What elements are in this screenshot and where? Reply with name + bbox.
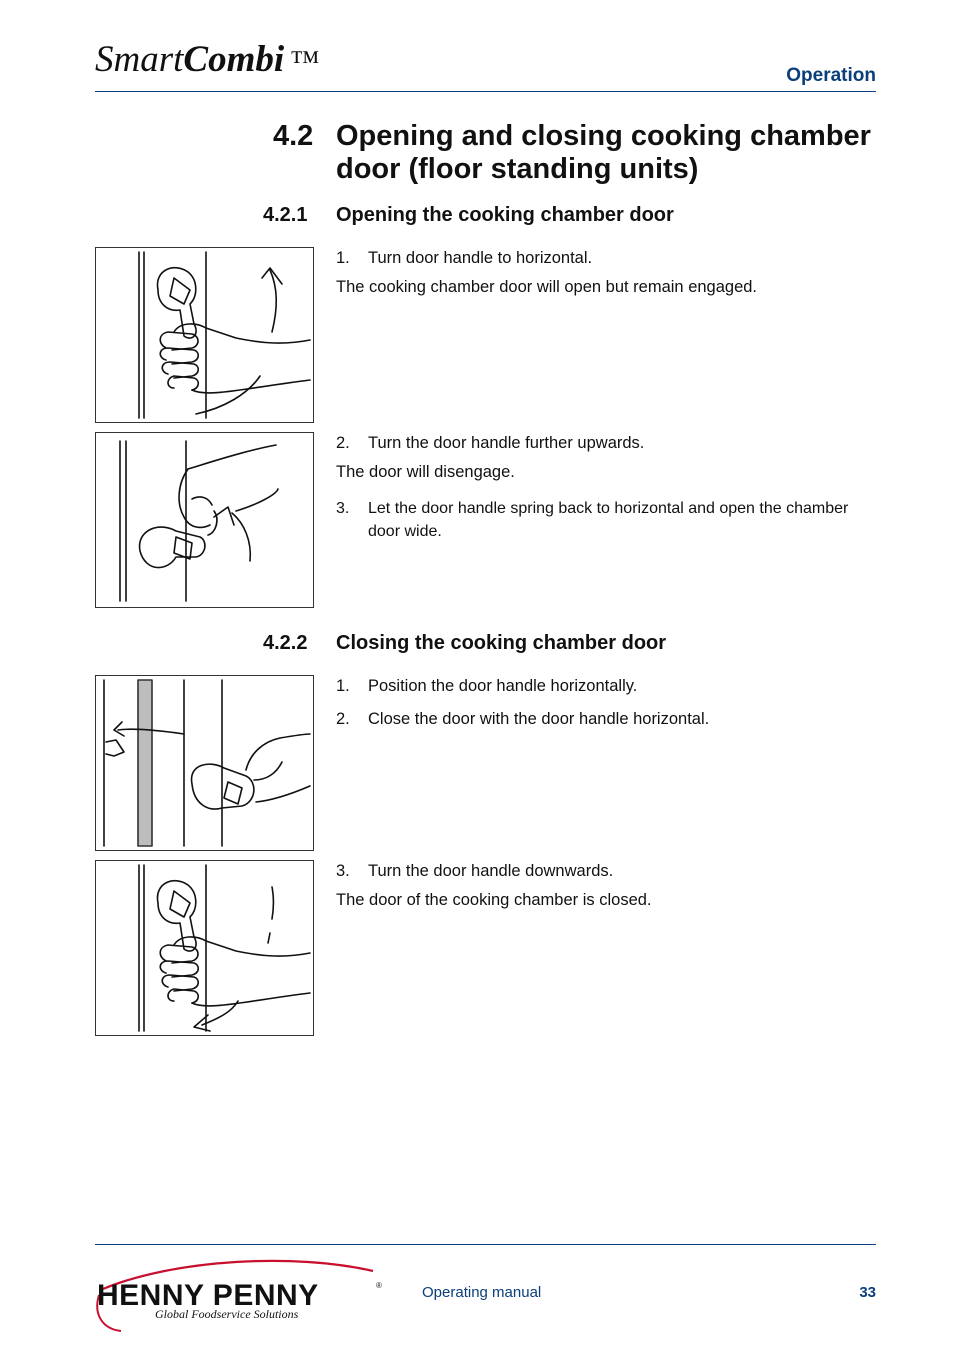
step-result: The door will disengage. xyxy=(336,463,515,481)
henny-penny-logo: HENNY PENNY ® Global Foodservice Solutio… xyxy=(96,1259,382,1332)
step-number: 1. xyxy=(336,677,350,695)
step-item: 2. Close the door with the door handle h… xyxy=(336,708,881,731)
hand-closing-door-icon xyxy=(95,675,314,851)
step-text: Close the door with the door handle hori… xyxy=(368,710,710,728)
step-text: Let the door handle spring back to horiz… xyxy=(368,500,849,540)
step-number: 2. xyxy=(336,434,350,452)
brand-trademark: ™ xyxy=(290,45,320,78)
step-item: 3. Turn the door handle downwards. xyxy=(336,860,881,883)
step-text: Position the door handle horizontally. xyxy=(368,677,638,695)
step-number: 3. xyxy=(336,862,350,880)
step-number: 3. xyxy=(336,500,350,517)
step-result: The door of the cooking chamber is close… xyxy=(336,891,652,909)
step-text: Turn the door handle downwards. xyxy=(368,862,614,880)
section-heading-text: Opening the cooking chamber door xyxy=(336,204,674,226)
logo-wordmark: HENNY PENNY xyxy=(97,1279,319,1312)
header-rule xyxy=(95,91,876,92)
hand-turning-handle-up-icon xyxy=(95,247,314,423)
step-result: The cooking chamber door will open but r… xyxy=(336,278,758,296)
title-number: 4.2 xyxy=(273,120,314,152)
svg-text:®: ® xyxy=(376,1281,382,1290)
step-item: 1. Position the door handle horizontally… xyxy=(336,675,881,698)
logo-tagline: Global Foodservice Solutions xyxy=(155,1307,299,1321)
step-text: Turn the door handle further upwards. xyxy=(368,434,645,452)
footer-document-title: Operating manual xyxy=(422,1284,542,1301)
step-item: 2. Turn the door handle further upwards. xyxy=(336,432,881,455)
section-label: Operation xyxy=(786,65,876,86)
section-number: 4.2.1 xyxy=(263,204,308,226)
section-number: 4.2.2 xyxy=(263,632,308,654)
page-number: 33 xyxy=(859,1284,876,1301)
step-item: 3. Let the door handle spring back to ho… xyxy=(336,497,881,543)
title-text: Opening and closing cooking chamber door… xyxy=(336,120,871,185)
step-text: Turn door handle to horizontal. xyxy=(368,249,593,267)
step-item: 1. Turn door handle to horizontal. xyxy=(336,247,881,270)
step-number: 1. xyxy=(336,249,350,267)
brand-regular: Smart xyxy=(95,39,184,80)
footer-rule xyxy=(95,1244,876,1245)
hand-turning-handle-down-icon xyxy=(95,860,314,1036)
step-number: 2. xyxy=(336,710,350,728)
brand-bold: Combi xyxy=(183,39,285,80)
hand-lifting-handle-icon xyxy=(95,432,314,608)
section-heading-text: Closing the cooking chamber door xyxy=(336,632,667,654)
page-title: 4.2 Opening and closing cooking chamber … xyxy=(273,120,883,186)
